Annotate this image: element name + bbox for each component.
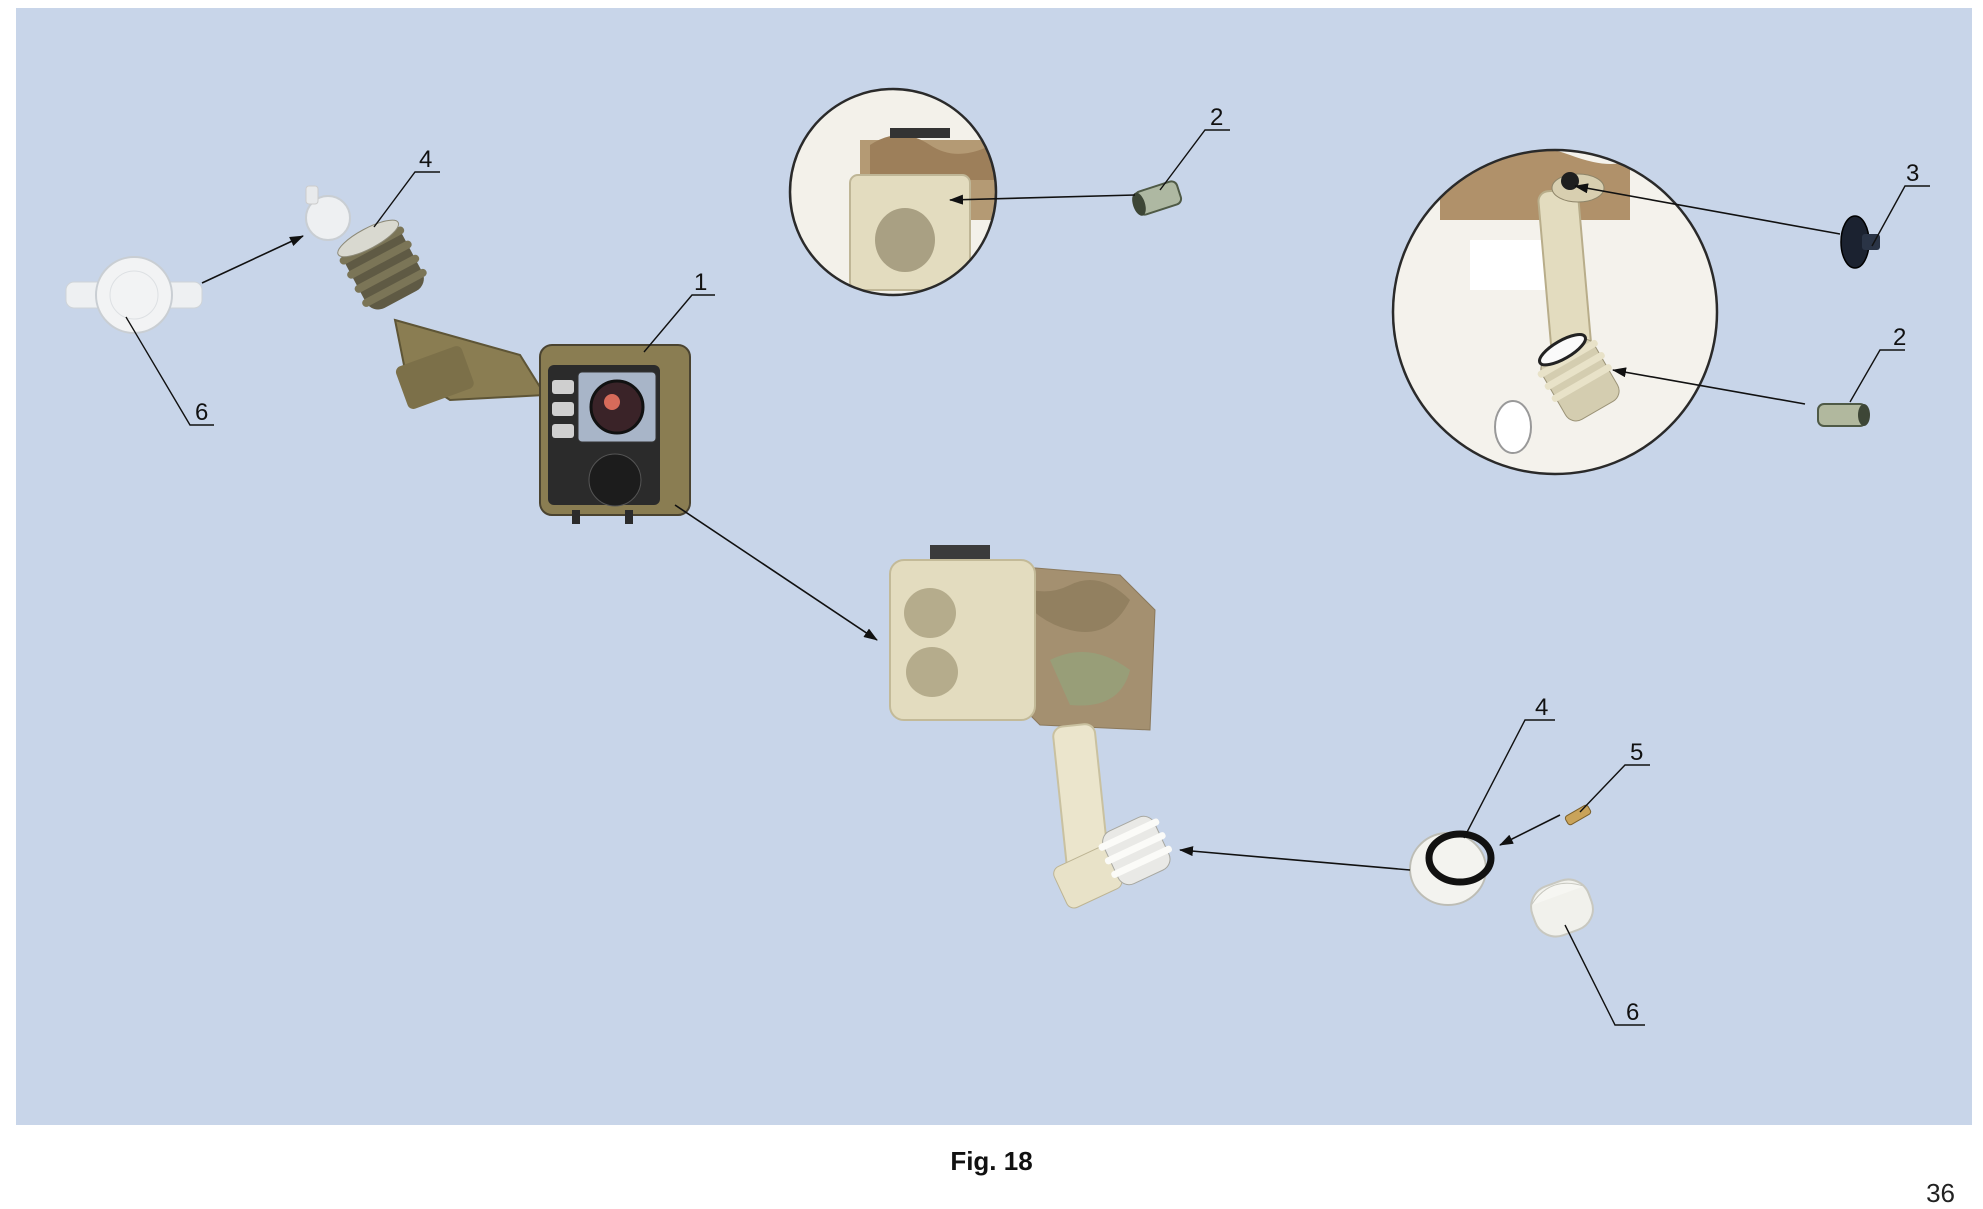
arrows: [201, 183, 1841, 871]
callout-2-top: 2: [1210, 104, 1223, 131]
rangefinder-assembly: [889, 545, 1173, 909]
callout-4-right: 4: [1535, 694, 1548, 721]
leader-lines: [125, 129, 1930, 1026]
plug-part-2-right: [1817, 403, 1870, 427]
cap-part-6-right: [1530, 878, 1594, 938]
callout-6-left: 6: [195, 399, 208, 426]
callout-4-left: 4: [419, 146, 432, 173]
page-number: 36: [1926, 1178, 1955, 1208]
plug-part-2-top: [1132, 180, 1183, 216]
detail-inset-right: [1391, 148, 1719, 476]
callout-5: 5: [1630, 739, 1643, 766]
callout-6-right: 6: [1626, 999, 1639, 1026]
callout-labels: 1 4 6 2 3 2 4 5 6: [195, 104, 1919, 1026]
small-cap-part: [305, 185, 351, 241]
eyecup-part-4-right: [1409, 830, 1495, 906]
knob-part-3: [1840, 215, 1880, 269]
callout-1: 1: [694, 269, 707, 296]
detail-inset-top: [788, 87, 998, 297]
callout-2-right: 2: [1893, 324, 1906, 351]
sight-unit-part-1: [337, 219, 691, 524]
figure-caption: Fig. 18: [950, 1146, 1033, 1176]
screw-part-5: [1564, 804, 1592, 826]
callout-3: 3: [1906, 160, 1919, 187]
cap-part-6-left: [65, 256, 203, 334]
